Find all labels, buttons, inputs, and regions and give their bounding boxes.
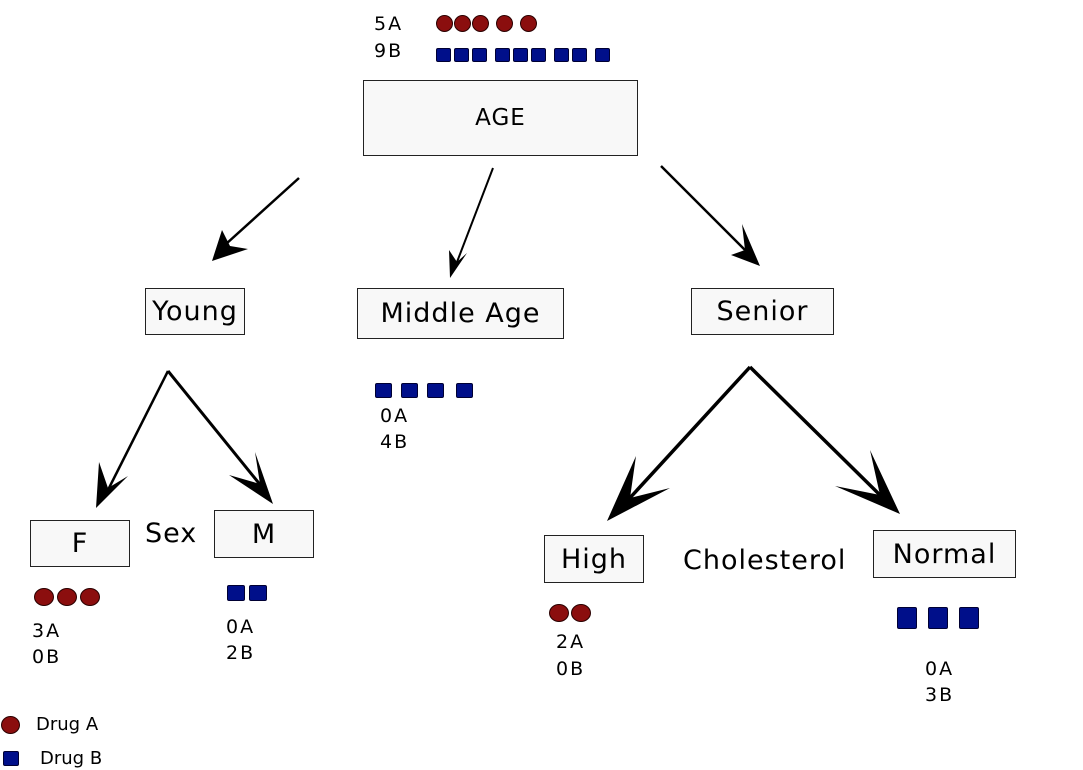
node-cholesterol-normal: Normal [873, 530, 1016, 578]
drug-a-marker [520, 15, 537, 32]
node-sex-f: F [30, 520, 130, 567]
drug-b-marker [427, 383, 444, 398]
drug-a-marker [571, 604, 591, 622]
drug-b-marker [401, 383, 418, 398]
drug-b-marker [572, 48, 587, 62]
edge-senior-normal [748, 365, 900, 514]
f-count-b: 0B [32, 646, 62, 668]
drug-b-marker [375, 383, 392, 398]
f-count-a: 3A [32, 620, 62, 642]
middle-count-b: 4B [380, 431, 410, 453]
split-label-cholesterol: Cholesterol [683, 545, 847, 576]
high-drug-a-markers [549, 604, 591, 622]
root-node-age: AGE [363, 80, 638, 156]
drug-a-marker [454, 15, 471, 32]
drug-a-marker [80, 588, 100, 606]
drug-b-marker [495, 48, 510, 62]
drug-b-marker [595, 48, 610, 62]
m-drug-b-markers [227, 585, 267, 601]
f-drug-a-markers [34, 588, 100, 606]
root-count-a: 5A [374, 13, 404, 35]
drug-b-marker [454, 48, 469, 62]
edge-senior-high [607, 365, 752, 521]
node-young: Young [145, 288, 245, 335]
drug-a-marker [472, 15, 489, 32]
drug-b-marker [227, 585, 245, 601]
m-count-a: 0A [226, 616, 256, 638]
middle-drug-b-markers [375, 383, 473, 398]
high-count-a: 2A [556, 631, 586, 653]
edge-young-f [96, 370, 170, 508]
drug-b-marker [897, 607, 917, 629]
legend-label-drug-a: Drug A [36, 714, 99, 735]
root-drug-a-markers [436, 15, 537, 32]
m-count-b: 2B [226, 642, 256, 664]
normal-count-b: 3B [925, 684, 955, 706]
node-senior: Senior [691, 288, 834, 335]
drug-a-marker [436, 15, 453, 32]
drug-b-marker [513, 48, 528, 62]
edge-root-young [212, 177, 300, 261]
edge-young-m [166, 370, 273, 504]
drug-b-marker [959, 607, 979, 629]
middle-count-a: 0A [380, 405, 410, 427]
node-sex-m: M [214, 510, 314, 558]
node-middle-age: Middle Age [357, 288, 564, 339]
edge-root-middle [449, 167, 494, 278]
square-icon [3, 751, 19, 766]
drug-b-marker [456, 383, 473, 398]
drug-b-marker [472, 48, 487, 62]
high-count-b: 0B [556, 658, 586, 680]
root-drug-b-markers [436, 48, 610, 62]
normal-drug-b-markers [897, 607, 979, 629]
drug-b-marker [554, 48, 569, 62]
circle-icon [1, 716, 20, 734]
drug-b-marker [249, 585, 267, 601]
drug-a-marker [34, 588, 54, 606]
node-cholesterol-high: High [544, 535, 644, 583]
drug-b-marker [928, 607, 948, 629]
drug-a-marker [549, 604, 569, 622]
normal-count-a: 0A [925, 658, 955, 680]
root-count-b: 9B [374, 40, 404, 62]
drug-b-marker [531, 48, 546, 62]
drug-a-marker [57, 588, 77, 606]
split-label-sex: Sex [145, 518, 198, 549]
drug-b-marker [436, 48, 451, 62]
edge-root-senior [660, 165, 760, 266]
drug-a-marker [496, 15, 513, 32]
legend-label-drug-b: Drug B [40, 748, 103, 769]
